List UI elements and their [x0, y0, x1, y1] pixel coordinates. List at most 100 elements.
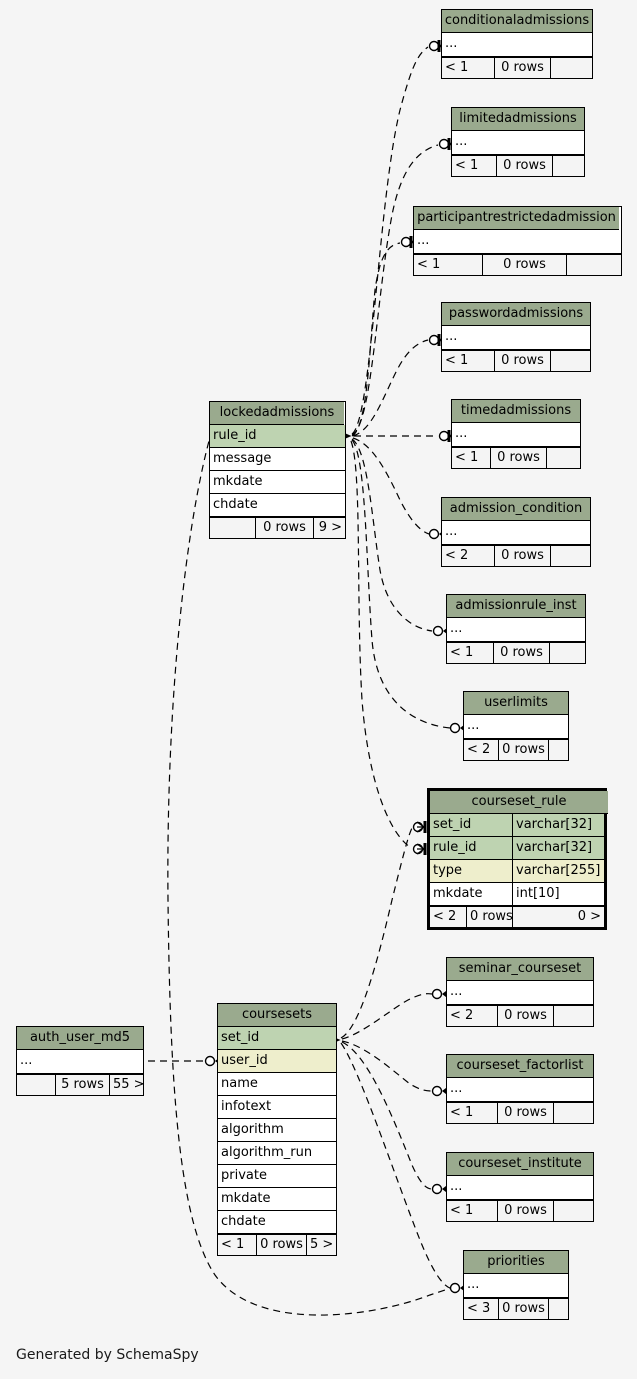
table-title-admission_condition: admission_condition — [442, 498, 590, 521]
table-title-auth_user_md5: auth_user_md5 — [17, 1027, 143, 1050]
table-title-label: passwordadmissions — [448, 306, 584, 321]
table-title-label: lockedadmissions — [219, 405, 335, 420]
table-footer: < 1 0 rows — [452, 447, 580, 468]
table-title-label: timedadmissions — [460, 403, 572, 418]
column-type: int[10] — [512, 883, 604, 905]
column-row[interactable]: message — [210, 448, 345, 471]
footer-child-degree — [552, 156, 584, 176]
footer-child-degree — [550, 546, 590, 566]
collapsed-columns-row: ... — [447, 1078, 593, 1102]
ellipsis-label: ... — [445, 524, 458, 539]
footer-row-count: 0 rows — [496, 156, 552, 176]
collapsed-columns-row: ... — [414, 230, 621, 254]
column-name: mkdate — [221, 1191, 271, 1206]
footer-parent-degree — [17, 1075, 55, 1095]
column-row[interactable]: algorithm — [218, 1119, 336, 1142]
column-row[interactable]: chdate — [218, 1211, 336, 1234]
collapsed-columns-row: ... — [452, 423, 580, 447]
footer-child-degree: 5 > — [306, 1235, 336, 1255]
column-row[interactable]: user_id — [218, 1050, 336, 1073]
table-title-label: courseset_rule — [471, 794, 567, 809]
table-title-lockedadmissions: lockedadmissions — [210, 402, 344, 425]
column-row[interactable]: rule_id — [210, 425, 345, 448]
table-title-limitedadmissions: limitedadmissions — [452, 108, 584, 131]
column-row[interactable]: mkdate — [210, 471, 345, 494]
footer-row-count: 0 rows — [482, 255, 566, 275]
ellipsis-label: ... — [445, 36, 458, 51]
collapsed-columns-row: ... — [464, 715, 568, 739]
column-row[interactable]: infotext — [218, 1096, 336, 1119]
footer-row-count: 0 rows — [494, 58, 550, 78]
column-row[interactable]: algorithm_run — [218, 1142, 336, 1165]
collapsed-columns-row: ... — [447, 1176, 593, 1200]
table-title-label: userlimits — [484, 695, 548, 710]
footer-parent-degree: < 1 — [450, 1105, 474, 1120]
table-title-label: coursesets — [241, 1007, 313, 1022]
table-title-label: priorities — [487, 1254, 545, 1269]
collapsed-columns-row: ... — [447, 618, 585, 642]
footer-parent-degree: < 1 — [455, 450, 479, 465]
table-title-label: conditionaladmissions — [444, 13, 590, 28]
footer-row-count: 0 rows — [498, 1299, 548, 1319]
footer-child-degree — [553, 1201, 593, 1221]
footer-row-count: 0 rows — [497, 1103, 553, 1123]
collapsed-columns-row: ... — [442, 521, 590, 545]
table-title-label: courseset_factorlist — [456, 1058, 584, 1073]
footer-row-count: 0 rows — [498, 740, 548, 760]
footer-row-count: 0 rows — [490, 448, 546, 468]
table-node-courseset_factorlist[interactable]: courseset_factorlist... < 1 0 rows — [446, 1054, 594, 1124]
table-title-label: admissionrule_inst — [455, 598, 577, 613]
footer-child-degree — [546, 448, 580, 468]
footer-parent-degree: < 2 — [450, 1008, 474, 1023]
generated-by-caption: Generated by SchemaSpy — [16, 1347, 199, 1363]
column-row[interactable]: mkdate — [218, 1188, 336, 1211]
column-type: varchar[32] — [512, 837, 604, 859]
column-row[interactable]: private — [218, 1165, 336, 1188]
collapsed-columns-row: ... — [442, 33, 592, 57]
column-row[interactable]: name — [218, 1073, 336, 1096]
footer-child-degree — [550, 58, 592, 78]
table-title-label: participantrestrictedadmission — [417, 210, 616, 225]
table-title-participantrestrictedadmission: participantrestrictedadmission — [414, 207, 619, 230]
column-name: mkdate — [213, 474, 263, 489]
ellipsis-label: ... — [467, 1277, 480, 1292]
column-name: set_id — [221, 1030, 260, 1045]
column-row[interactable]: chdate — [210, 494, 345, 517]
column-name: private — [221, 1168, 267, 1183]
column-name: infotext — [221, 1099, 272, 1114]
footer-row-count: 0 rows — [494, 351, 550, 371]
table-title-courseset_factorlist: courseset_factorlist — [447, 1055, 593, 1078]
table-title-label: courseset_institute — [458, 1156, 582, 1171]
column-row[interactable]: set_id — [218, 1027, 336, 1050]
footer-child-degree — [549, 643, 585, 663]
footer-child-degree — [550, 351, 590, 371]
ellipsis-label: ... — [455, 426, 468, 441]
footer-row-count: 0 rows — [493, 643, 549, 663]
column-name: type — [433, 863, 463, 878]
table-node-timedadmissions[interactable]: timedadmissions... < 1 0 rows — [451, 399, 581, 469]
